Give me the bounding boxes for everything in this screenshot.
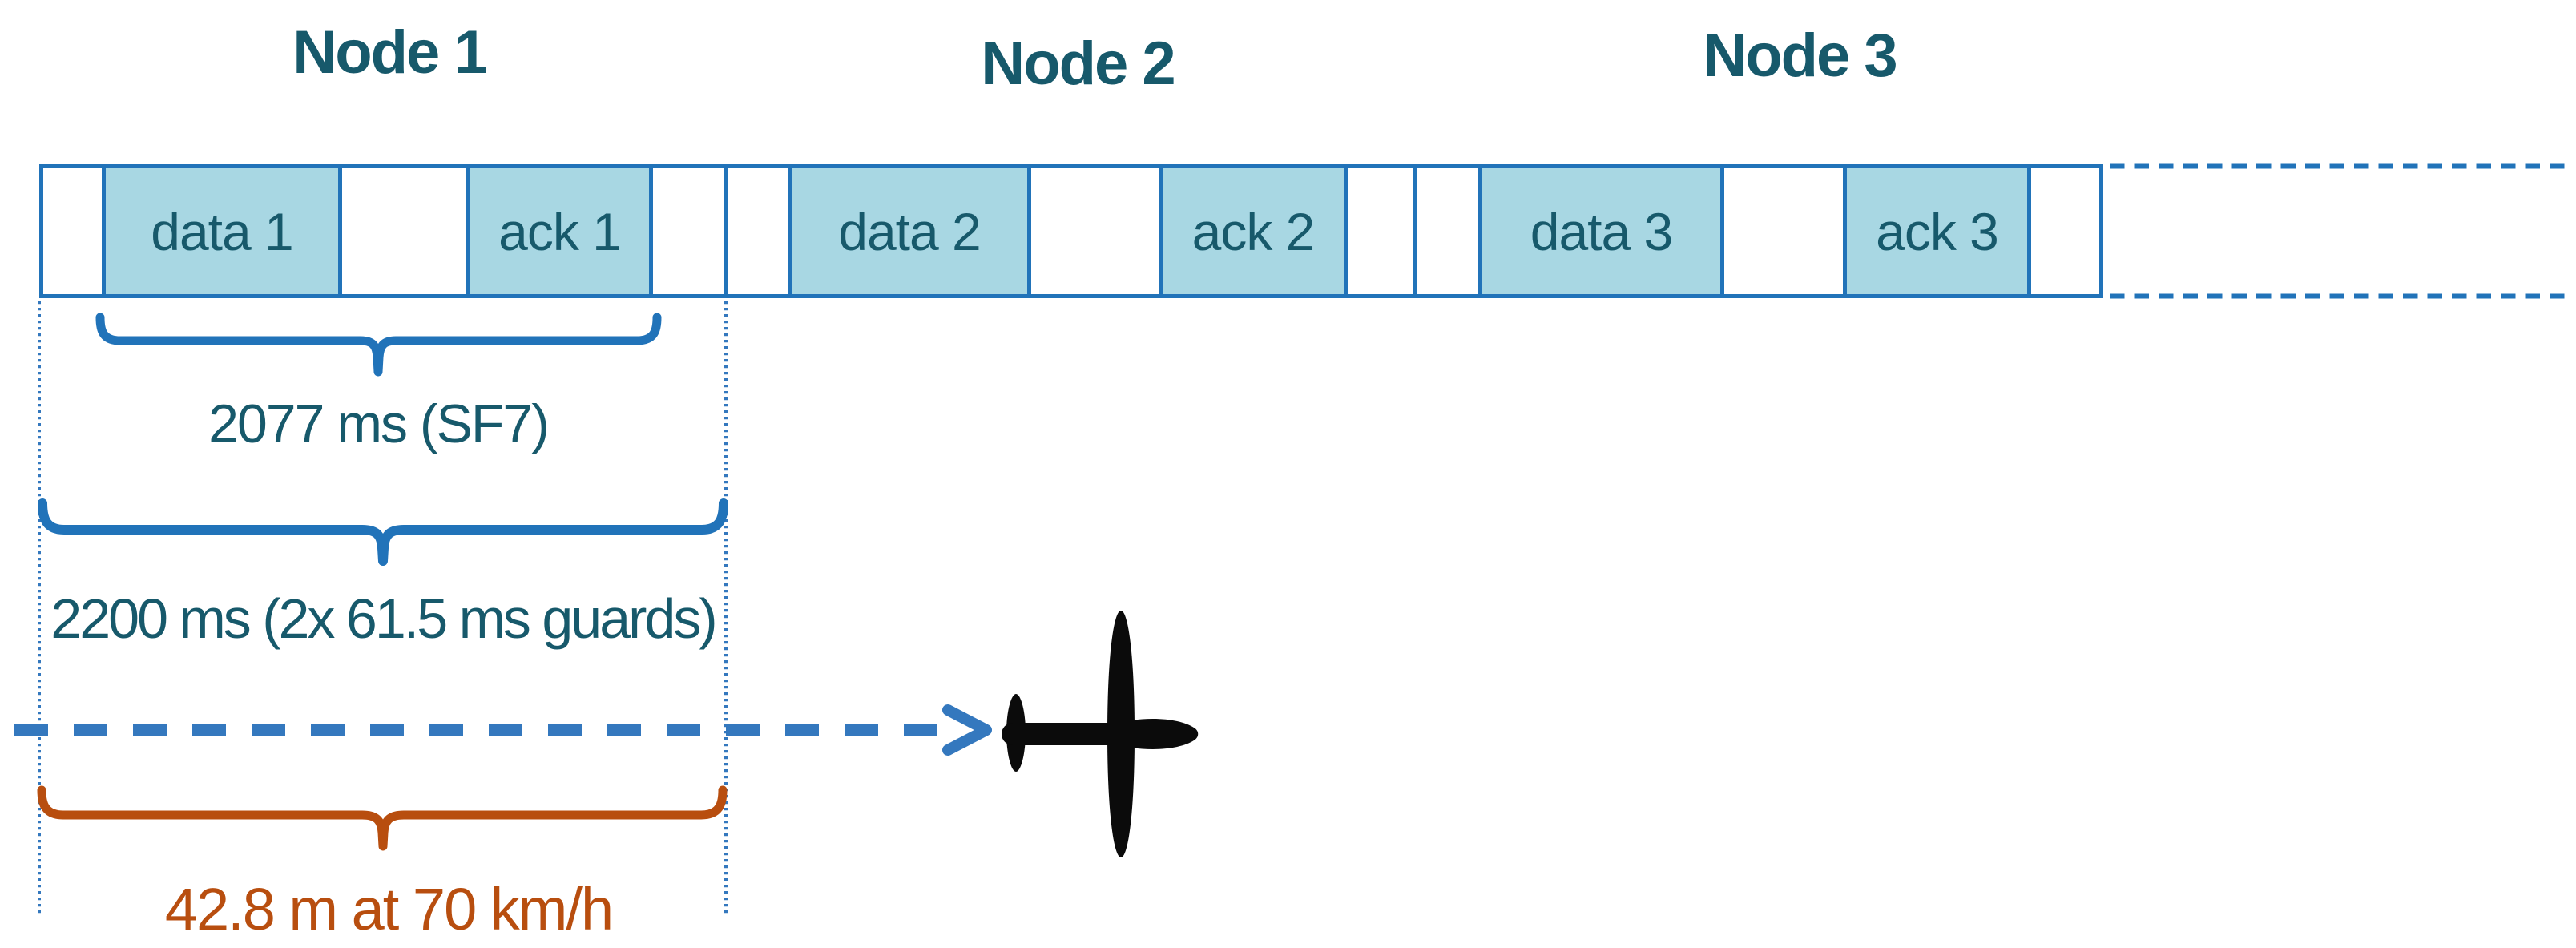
- data-slot-node3: data 3: [1478, 164, 1724, 298]
- node-1-title: Node 1: [292, 18, 487, 87]
- ack-slot-node1: ack 1: [466, 164, 653, 298]
- distance-brace: [37, 785, 728, 851]
- distance-label: 42.8 m at 70 km/h: [164, 876, 614, 942]
- airplane-tail-stabilizer: [1006, 694, 1026, 772]
- data-slot-node2: data 2: [788, 164, 1031, 298]
- timeline-frame: [39, 164, 2103, 298]
- section-divider-node2-node3: [1413, 164, 1417, 298]
- flight-path-arrowhead-icon: [942, 704, 992, 756]
- ack-slot-node2: ack 2: [1159, 164, 1348, 298]
- ack-slot-node3: ack 3: [1843, 164, 2031, 298]
- data-slot-node2-label: data 2: [838, 201, 981, 261]
- airplane-icon: [1002, 611, 1199, 857]
- slot-duration-label: 2200 ms (2x 61.5 ms guards): [50, 587, 717, 650]
- section-divider-node1-node2: [724, 164, 728, 298]
- node-2-title: Node 2: [981, 30, 1175, 98]
- ack-slot-node3-label: ack 3: [1876, 201, 1999, 261]
- data-slot-node1: data 1: [102, 164, 342, 298]
- ack-slot-node2-label: ack 2: [1191, 201, 1316, 261]
- airplane-fuselage: [1002, 723, 1134, 745]
- data-slot-node3-label: data 3: [1530, 201, 1673, 261]
- airtime-brace: [95, 313, 662, 377]
- airtime-label: 2077 ms (SF7): [208, 393, 550, 454]
- ack-slot-node1-label: ack 1: [498, 201, 622, 261]
- slot-duration-brace: [38, 498, 728, 566]
- node-3-title: Node 3: [1703, 22, 1897, 90]
- data-slot-node1-label: data 1: [151, 201, 293, 261]
- airplane-wings: [1107, 611, 1135, 857]
- airplane-nose: [1131, 719, 1199, 749]
